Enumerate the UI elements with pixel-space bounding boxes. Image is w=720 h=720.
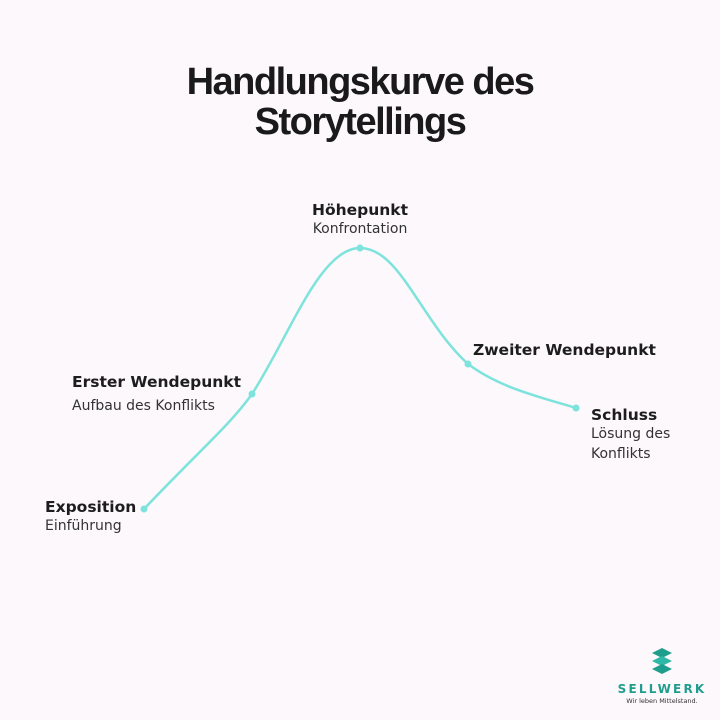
sellwerk-logo: SELLWERK Wir leben Mittelstand.: [612, 647, 712, 705]
label-first-turn-heading: Erster Wendepunkt: [72, 373, 242, 391]
label-second-turn: Zweiter Wendepunkt: [473, 341, 656, 359]
label-climax: Höhepunkt Konfrontation: [260, 201, 460, 239]
title-line-2: Storytellings: [254, 101, 467, 143]
point-climax-marker: [356, 244, 364, 252]
sellwerk-logo-icon: [652, 648, 672, 674]
label-ending: Schluss Lösung des Konflikts: [591, 406, 691, 464]
label-second-turn-heading: Zweiter Wendepunkt: [473, 341, 656, 359]
label-first-turn-sub: Aufbau des Konflikts: [72, 398, 215, 414]
point-first-turn-marker: [248, 390, 256, 398]
story-arc-curve: [142, 246, 578, 511]
label-ending-heading: Schluss: [591, 406, 658, 424]
point-ending-marker: [572, 404, 580, 412]
point-exposition-marker: [140, 505, 148, 513]
title-line-1: Handlungskurve des: [186, 61, 535, 103]
point-second-turn-marker: [464, 360, 472, 368]
label-exposition: Exposition Einführung: [45, 498, 136, 536]
label-climax-heading: Höhepunkt: [311, 201, 409, 219]
label-exposition-sub: Einführung: [45, 518, 122, 534]
page-title: Handlungskurve des Storytellings: [0, 62, 720, 142]
label-exposition-heading: Exposition: [45, 498, 137, 516]
label-first-turn: Erster Wendepunkt Aufbau des Konflikts: [72, 373, 241, 416]
logo-brand-name: SELLWERK: [617, 682, 707, 696]
label-ending-sub: Lösung des Konflikts: [591, 426, 671, 462]
logo-tagline: Wir leben Mittelstand.: [626, 697, 698, 705]
label-climax-sub: Konfrontation: [312, 221, 408, 237]
